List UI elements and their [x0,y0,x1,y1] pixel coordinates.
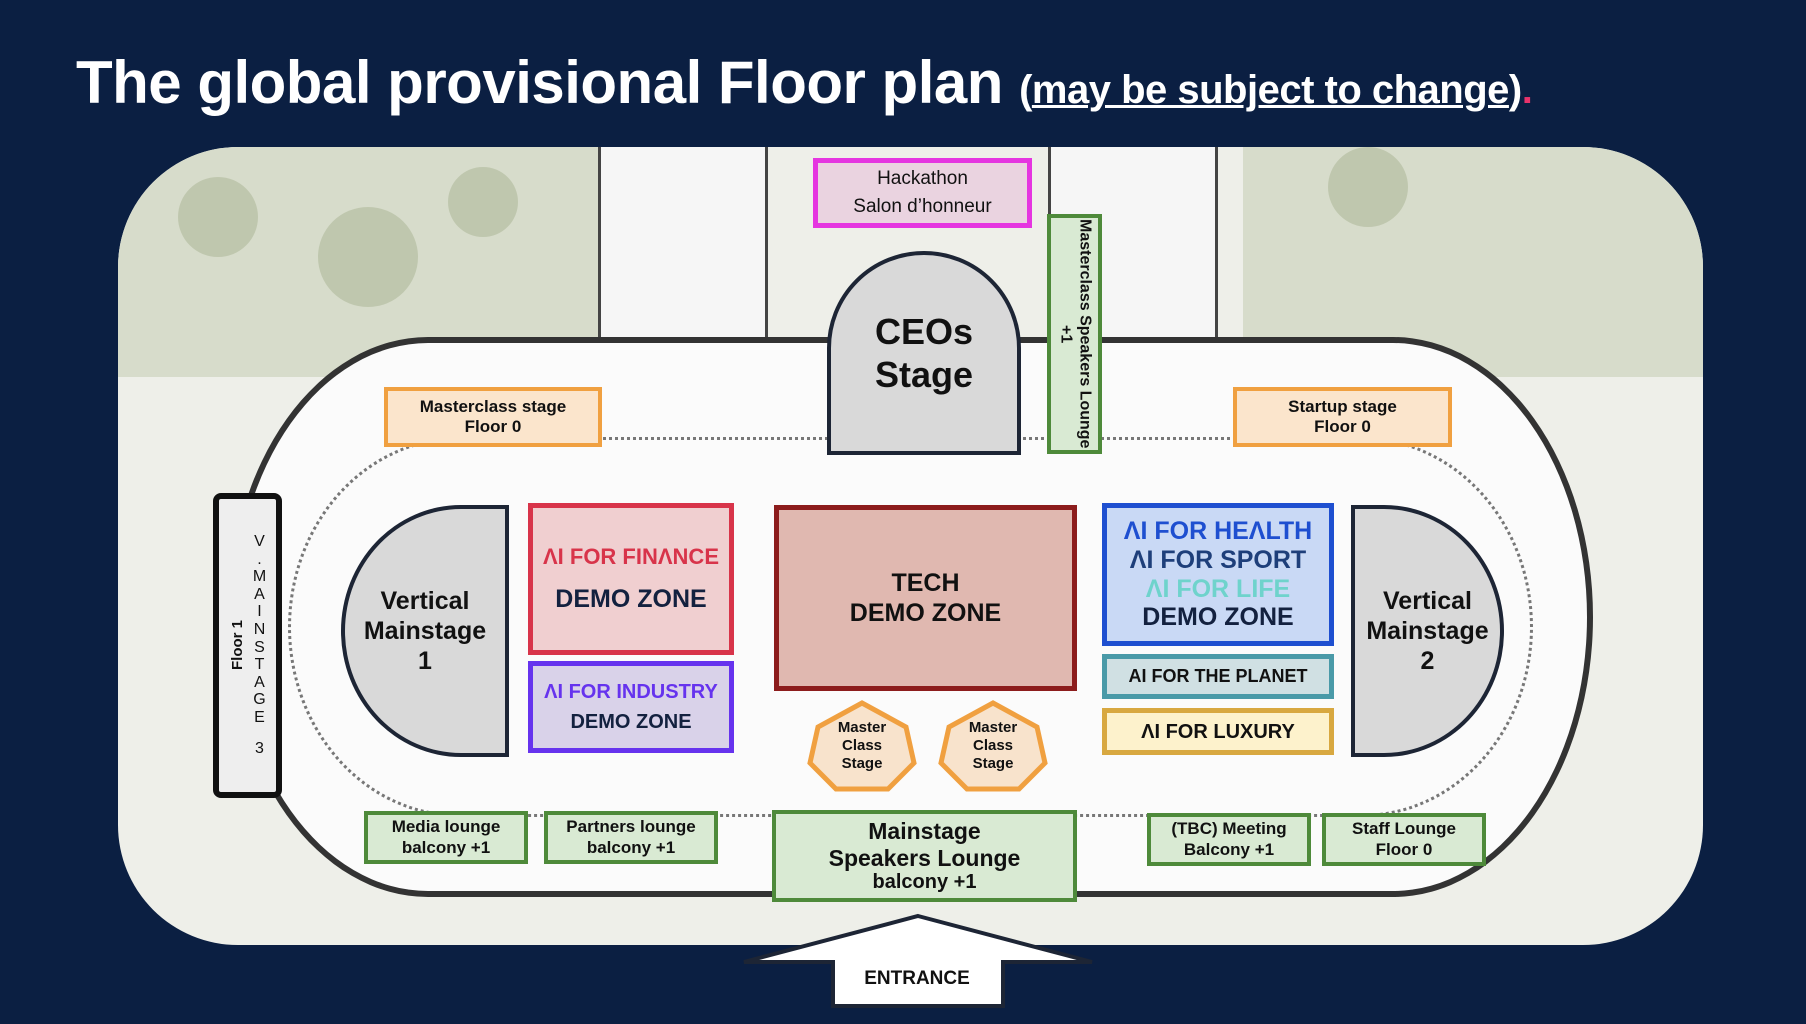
v-mainstage-letter: N [253,620,266,638]
zone-label: Hackathon [877,168,968,190]
zone-label: Class [972,737,1014,754]
zone-label: balcony +1 [586,837,676,857]
zone-title: ΛI FOR LIFE [1145,574,1291,603]
master-class-stage-2[interactable]: Master Class Stage [937,699,1049,793]
entrance-label[interactable]: ENTRANCE [833,955,1001,1003]
paren-open: ( [1019,68,1032,112]
zone-label: Mainstage [363,617,487,645]
zone-label: Balcony +1 [1183,839,1275,859]
zone-title: ΛI FOR HEΛLTH [1123,517,1313,545]
page-title: The global provisional Floor plan (may b… [76,48,1533,117]
zone-label: DEMO ZONE [570,711,692,733]
title-note: (may be subject to change) [1019,68,1522,112]
v-mainstage-letter: V [254,532,265,550]
zone-label: Master [968,719,1018,736]
zone-label: AI FOR THE PLANET [1128,665,1308,686]
zone-label: Mainstage [1366,617,1489,645]
tree [178,177,258,257]
zone-label: Vertical [1383,587,1472,615]
zone-label: TECH [891,569,960,597]
zone-label: Startup stage [1288,396,1397,416]
floor-label: Floor 1 [228,620,246,671]
v-mainstage-letter: T [254,656,265,674]
entrance-arrow-icon [743,913,1093,1008]
tree [318,207,418,307]
accent-dot: . [1521,68,1533,112]
v-mainstage-letter: M [252,568,267,586]
zone-label: ΛI FOR LUXURY [1141,720,1295,743]
master-class-stage-1[interactable]: Master Class Stage [806,699,918,793]
subject-to-change-link[interactable]: may be subject to change [1031,68,1510,112]
entrance-text: ENTRANCE [864,967,970,989]
v-mainstage-letter: I [257,603,262,621]
v-mainstage-letter: E [254,708,265,726]
zone-label: Salon d’honneur [853,196,992,217]
zone-label: Floor 0 [1375,839,1433,859]
zone-title: ΛI FOR SPORT [1129,545,1307,574]
zone-label: Floor 0 [1314,417,1371,436]
v-mainstage-letter: G [253,691,266,709]
zone-label: Media lounge [391,817,501,837]
hackathon-zone[interactable]: Hackathon Salon d’honneur [813,158,1032,228]
masterclass-speakers-lounge[interactable]: Masterclass Speakers Lounge +1 [1047,214,1102,454]
partners-lounge[interactable]: Partners lounge balcony +1 [544,811,718,864]
zone-label: 2 [1420,647,1435,675]
media-lounge[interactable]: Media lounge balcony +1 [364,811,528,864]
zone-label: Stage [972,755,1014,772]
paren-close: ) [1508,68,1522,112]
zone-label: balcony +1 [401,837,491,857]
ai-planet-zone[interactable]: AI FOR THE PLANET [1102,654,1334,699]
zone-label: Master [837,719,887,736]
zone-label: Masterclass Speakers Lounge +1 [1057,219,1094,449]
masterclass-stage[interactable]: Masterclass stage Floor 0 [384,387,602,447]
ai-health-sport-life-zone[interactable]: ΛI FOR HEΛLTH ΛI FOR SPORT ΛI FOR LIFE D… [1102,503,1334,646]
v-mainstage-letter: S [254,638,265,656]
zone-label: 1 [418,647,432,675]
mainstage-speakers-lounge[interactable]: Mainstage Speakers Lounge balcony +1 [772,810,1077,902]
tech-demo-zone[interactable]: TECH DEMO ZONE [774,505,1077,691]
zone-label: DEMO ZONE [1142,603,1294,632]
zone-label: Speakers Lounge [828,844,1021,871]
startup-stage[interactable]: Startup stage Floor 0 [1233,387,1452,447]
staff-lounge[interactable]: Staff Lounge Floor 0 [1322,813,1486,866]
zone-label: Partners lounge [566,817,696,837]
zone-label: Staff Lounge [1352,819,1456,839]
zone-label: DEMO ZONE [849,599,1002,627]
zone-label: Mainstage [868,818,981,845]
zone-label: DEMO ZONE [555,585,707,614]
zone-label: balcony +1 [872,870,977,893]
zone-label: (TBC) Meeting [1171,819,1287,839]
zone-label: Vertical [380,587,470,615]
tree [448,167,518,237]
zone-title: ΛI FOR INDUSTRY [544,681,718,703]
ceos-stage[interactable]: CEOs Stage [827,251,1021,455]
v-mainstage-letter: . [257,550,262,568]
master-class-stage-1-shape [807,700,917,792]
zone-label: Masterclass stage [419,396,567,416]
ai-industry-zone[interactable]: ΛI FOR INDUSTRY DEMO ZONE [528,661,734,753]
v-mainstage-letter: A [254,585,265,603]
zone-title: ΛI FOR FINΛNCE [542,543,719,569]
zone-label: Stage [841,755,883,772]
title-main: The global provisional Floor plan [76,49,1003,116]
zone-label: Class [841,737,883,754]
zone-label: Floor 0 [464,417,522,436]
meeting-balcony[interactable]: (TBC) Meeting Balcony +1 [1147,813,1311,866]
ai-finance-zone[interactable]: ΛI FOR FINΛNCE DEMO ZONE [528,503,734,655]
v-mainstage-letter: 3 [255,740,264,758]
zone-label: Stage [874,354,974,395]
v-mainstage-letter: A [254,673,265,691]
master-class-stage-2-shape [938,700,1048,792]
zone-label: CEOs [874,310,974,352]
ai-luxury-zone[interactable]: ΛI FOR LUXURY [1102,708,1334,755]
tree [1328,147,1408,227]
